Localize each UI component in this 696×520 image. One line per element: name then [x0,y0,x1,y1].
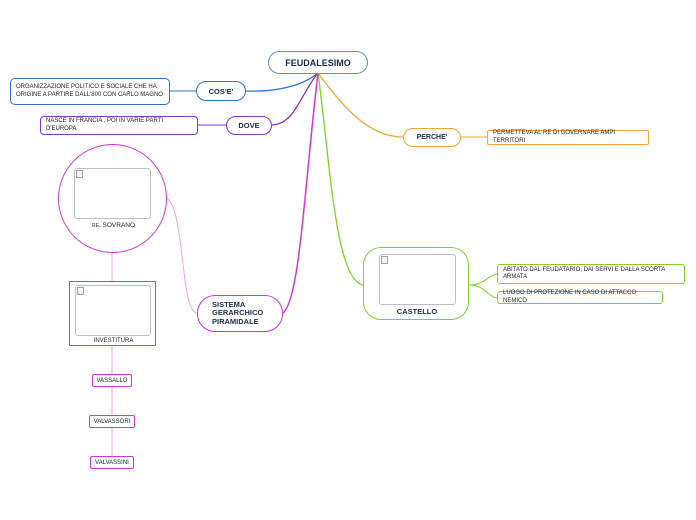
topic-dove-label: DOVE [238,121,260,130]
level-valvassini[interactable]: VALVASSINI [90,456,134,469]
topic-castello[interactable]: CASTELLO [363,247,469,320]
broken-image-icon [381,256,388,264]
level-investitura-label: INVESTITURA [93,338,134,344]
topic-castello-label: CASTELLO [396,307,438,316]
cose-description-box[interactable]: ORGANIZZAZIONE POLITICO E SOCIALE CHE HA… [10,78,170,105]
level-valvassori[interactable]: VALVASSORI [89,415,135,428]
cose-description-text: ORGANIZZAZIONE POLITICO E SOCIALE CHE HA… [16,84,163,98]
topic-dove[interactable]: DOVE [226,116,272,135]
castello-detail-2-text: LUOGO DI PROTEZIONE IN CASO DI ATTACCO N… [503,290,637,304]
root-label: FEUDALESIMO [285,57,351,68]
topic-sistema-label: SISTEMA GERARCHICO PIRAMIDALE [212,299,264,326]
dove-description-box[interactable]: NASCE IN FRANCIA , POI IN VARIE PARTI D'… [40,116,198,135]
dove-description-text: NASCE IN FRANCIA , POI IN VARIE PARTI D'… [46,118,164,132]
level-re-sovrano[interactable]: RE, SOVRANO [58,144,167,253]
topic-cose[interactable]: COS'E' [196,81,246,101]
investitura-image-placeholder [75,285,151,336]
perche-description-box[interactable]: PERMETTEVA AL RE DI GOVERNARE AMPI TERRI… [487,130,649,145]
level-valvassori-label: VALVASSORI [93,418,131,425]
level-re-label: RE, SOVRANO [91,222,136,229]
broken-image-icon [77,287,84,295]
topic-sistema-gerarchico[interactable]: SISTEMA GERARCHICO PIRAMIDALE [197,295,283,332]
level-vassallo[interactable]: VASSALLO [92,374,132,387]
topic-perche[interactable]: PERCHE' [403,128,461,147]
topic-cose-label: COS'E' [208,86,234,96]
broken-image-icon [76,170,83,178]
topic-perche-label: PERCHE' [416,134,448,141]
root-node-feudalesimo[interactable]: FEUDALESIMO [268,51,368,74]
castello-detail-1-text: ABITATO DAL FEUDATARIO, DAI SERVI E DALL… [503,266,665,281]
castello-detail-1[interactable]: ABITATO DAL FEUDATARIO, DAI SERVI E DALL… [497,264,685,284]
level-valvassini-label: VALVASSINI [95,459,129,466]
re-image-placeholder [74,168,151,219]
castello-detail-2[interactable]: LUOGO DI PROTEZIONE IN CASO DI ATTACCO N… [497,290,663,304]
level-vassallo-label: VASSALLO [96,377,128,384]
castello-image-placeholder [379,254,456,305]
level-investitura[interactable]: INVESTITURA [69,281,156,346]
perche-description-text: PERMETTEVA AL RE DI GOVERNARE AMPI TERRI… [493,130,616,144]
